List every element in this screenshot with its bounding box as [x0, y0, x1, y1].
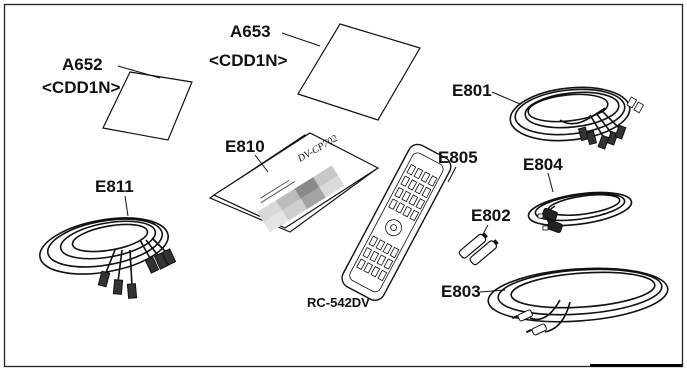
remote-model-label: RC-542DV — [307, 295, 370, 310]
a653-label: A653 — [230, 22, 271, 41]
a653-sublabel: <CDD1N> — [209, 51, 287, 70]
e801-label: E801 — [452, 81, 492, 100]
frame-corner-tab — [590, 364, 682, 367]
a652-sublabel: <CDD1N> — [42, 78, 120, 97]
e803-label: E803 — [441, 282, 481, 301]
e802-label: E802 — [471, 206, 511, 225]
e805-label: E805 — [438, 148, 478, 167]
e804-label: E804 — [523, 155, 563, 174]
e810-label: E810 — [225, 137, 265, 156]
e811-label: E811 — [95, 177, 134, 196]
a652-label: A652 — [62, 55, 103, 74]
